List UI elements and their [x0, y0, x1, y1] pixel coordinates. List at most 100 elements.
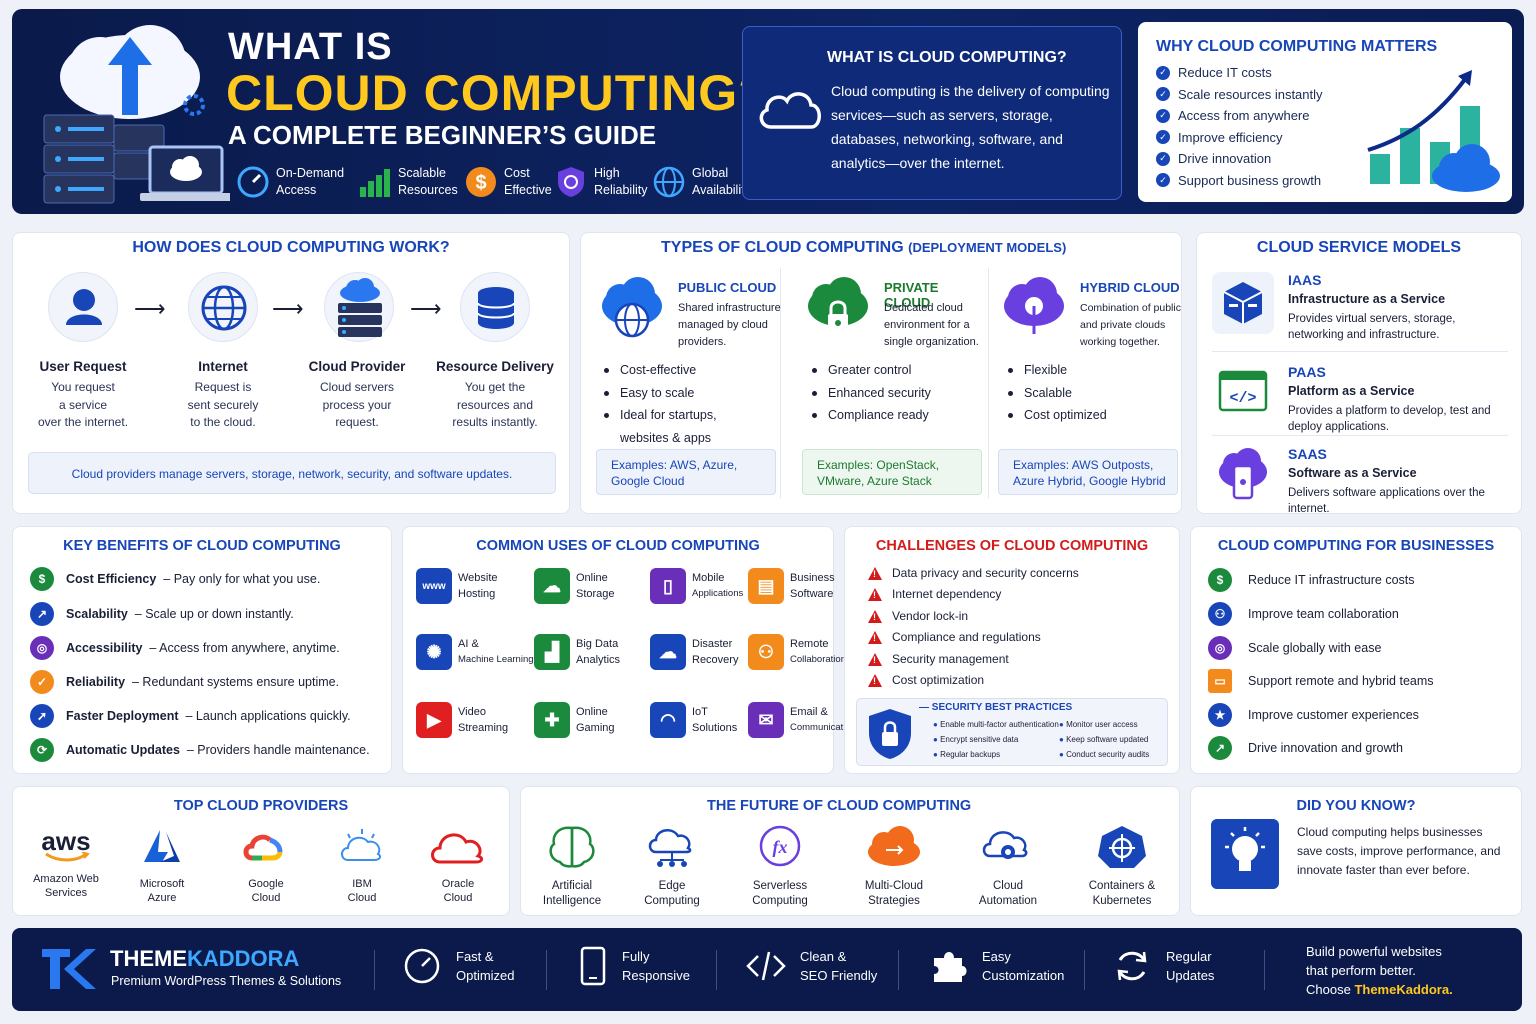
cta-brand: ThemeKaddora. [1354, 982, 1453, 997]
practice-text: Conduct security audits [1066, 750, 1150, 759]
footer-feature-label: Customization [982, 968, 1065, 983]
check-icon: ● [1059, 750, 1067, 759]
business-item: ★Improve customer experiences [1208, 703, 1419, 727]
cloud-phone-icon [1219, 448, 1267, 500]
best-practices-title-text: SECURITY BEST PRACTICES [931, 702, 1073, 713]
challenge-item: Internet dependency [868, 587, 1001, 601]
model-features: Greater control Enhanced security Compli… [810, 359, 931, 427]
challenge-item: Cost optimization [868, 673, 984, 687]
check-icon: ● [933, 750, 941, 759]
business-item: ◎Scale globally with ease [1208, 636, 1381, 660]
challenge-item: Compliance and regulations [868, 630, 1041, 644]
model-fullname: Platform as a Service [1288, 384, 1415, 398]
benefit-item: ⟳Automatic Updates – Providers handle ma… [30, 738, 370, 762]
why-matters-box: WHY CLOUD COMPUTING MATTERS ✓Reduce IT c… [1138, 22, 1512, 202]
did-you-know-card: DID YOU KNOW? Cloud computing helps busi… [1190, 786, 1522, 916]
step-text: You request [51, 380, 115, 394]
svg-text:$: $ [475, 172, 486, 194]
model-feature: Scalable [1006, 382, 1107, 405]
hero-banner: WHAT IS CLOUD COMPUTING? A COMPLETE BEGI… [12, 9, 1524, 214]
warning-icon [868, 609, 882, 623]
future-label: Serverless [752, 880, 808, 892]
why-item-text: Scale resources instantly [1178, 86, 1323, 102]
practice-item: ● Enable multi-factor authentication [933, 717, 1059, 732]
model-desc: Shared infrastructure managed by cloud p… [678, 302, 781, 348]
cta-text: Choose [1306, 982, 1351, 997]
what-is-title: WHAT IS CLOUD COMPUTING? [827, 49, 1067, 66]
footer-feature-label: Updates [1166, 968, 1215, 983]
step-text: results instantly. [452, 415, 538, 429]
best-practices-right: ● Monitor user access ● Keep software up… [1059, 717, 1149, 762]
benefit-item: ↗Scalability – Scale up or down instantl… [30, 602, 294, 626]
cta-line: Choose ThemeKaddora. [1306, 980, 1453, 999]
warning-icon [868, 566, 882, 580]
refresh-icon: ⟳ [30, 738, 54, 762]
cloud-refresh-icon: ☁ [650, 634, 686, 670]
aws-smile-icon [45, 852, 90, 862]
globe-icon: ◎ [1208, 636, 1232, 660]
challenge-text: Compliance and regulations [892, 630, 1041, 644]
future-label: Strategies [868, 895, 920, 907]
why-item-text: Improve efficiency [1178, 129, 1283, 145]
use-label: Email &Communication [790, 704, 856, 736]
use-label-line1: AI & [458, 638, 479, 650]
model-feature: Cost-effective [602, 359, 752, 382]
use-label-line2: Analytics [576, 654, 621, 666]
use-label-line2: Streaming [458, 722, 509, 734]
future-label: Edge [658, 880, 686, 892]
benefit-name: Scalability [66, 607, 128, 621]
why-item: ✓ Scale resources instantly [1156, 84, 1323, 106]
chart-icon: ▟ [534, 634, 570, 670]
business-text: Improve customer experiences [1248, 708, 1419, 722]
azure-logo-icon [144, 830, 180, 862]
model-name: PRIVATE CLOUD [884, 280, 939, 310]
benefit-item: ➚Faster Deployment – Launch applications… [30, 704, 351, 728]
hero-subtitle: A COMPLETE BEGINNER’S GUIDE [228, 120, 657, 150]
business-item: $Reduce IT infrastructure costs [1208, 568, 1415, 592]
business-item: ▭Support remote and hybrid teams [1208, 669, 1434, 693]
feature-label: Cost [504, 166, 530, 180]
use-label-line2: Storage [576, 588, 615, 600]
future-label: Cloud [992, 880, 1024, 892]
step-text: Cloud servers [319, 380, 395, 394]
benefit-item: ◎Accessibility – Access from anywhere, a… [30, 636, 340, 660]
shield-icon [558, 167, 584, 197]
use-item: ✺AI &Machine Learning [416, 634, 534, 670]
challenge-text: Internet dependency [892, 587, 1002, 601]
model-fullname: Software as a Service [1288, 466, 1417, 480]
why-item-text: Reduce IT costs [1178, 65, 1272, 81]
practice-item: ● Monitor user access [1059, 717, 1149, 732]
dollar-icon: $ [30, 567, 54, 591]
hero-title-line2: CLOUD COMPUTING? [226, 65, 770, 121]
types-title-suffix: (DEPLOYMENT MODELS) [908, 240, 1067, 255]
brand-tagline: Premium WordPress Themes & Solutions [111, 974, 342, 988]
business-card: CLOUD COMPUTING FOR BUSINESSES [1190, 526, 1522, 774]
model-acronym: PAAS [1288, 364, 1326, 380]
team-icon: ⚇ [748, 634, 784, 670]
benefit-desc: – Providers handle maintenance. [186, 743, 370, 757]
feature-label: High [594, 166, 620, 180]
warning-icon [868, 587, 882, 601]
footer-feature: Clean &SEO Friendly [746, 946, 877, 986]
aws-logo-text: aws [41, 826, 91, 856]
check-icon: ✓ [1156, 87, 1170, 102]
delivery-step-circle [460, 272, 530, 342]
cta-line: that perform better. [1306, 963, 1416, 978]
challenge-text: Vendor lock-in [892, 609, 969, 623]
benefit-desc: – Launch applications quickly. [185, 709, 351, 723]
why-item: ✓Reduce IT costs [1156, 62, 1323, 84]
